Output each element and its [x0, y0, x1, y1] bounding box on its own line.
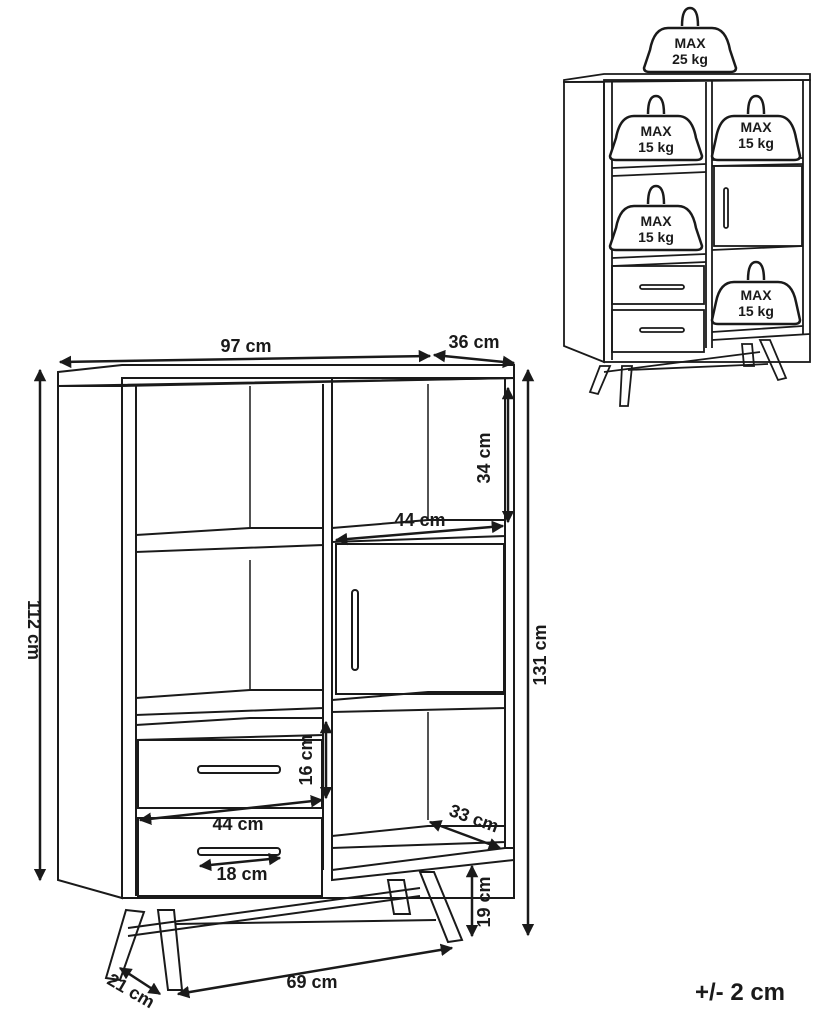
- inset-leg-back-left: [619, 365, 633, 407]
- cabinet-legs: [104, 871, 464, 991]
- inset-front: [603, 79, 811, 363]
- inset-door-handle: [723, 187, 729, 229]
- inset-leg-back-right: [741, 343, 755, 367]
- dim-depth-line: [432, 349, 516, 369]
- cabinet-base: [331, 847, 515, 882]
- dim-leg-depth-line: [118, 966, 162, 996]
- left-shelf-3: [135, 717, 324, 742]
- inset-drawer-bottom: [611, 309, 705, 353]
- dim-shelf-depth-line: [428, 820, 502, 850]
- label-drawer-width: 44 cm: [212, 814, 263, 834]
- inset-leg-front-right: [758, 339, 788, 382]
- weight-cell-right-bottom: MAX 15 kg: [710, 260, 802, 326]
- leg-front-right: [418, 871, 464, 944]
- weight-cell-left-top: MAX 15 kg: [608, 94, 704, 162]
- inset-left-side: [563, 81, 605, 364]
- weight-cell-2-max: MAX: [740, 119, 772, 135]
- weight-cell-2-kg: 15 kg: [738, 135, 774, 151]
- weight-cell-left-mid: MAX 15 kg: [608, 184, 704, 252]
- label-depth: 36 cm: [448, 332, 499, 352]
- dim-handle-width-line: [198, 852, 282, 872]
- leg-back-right: [386, 879, 412, 915]
- drawer-bottom-handle: [197, 847, 281, 856]
- leg-front-left: [104, 908, 146, 982]
- weight-cell-3-kg: 15 kg: [638, 229, 674, 245]
- label-height-total: 131 cm: [530, 624, 550, 685]
- tolerance-note: +/- 2 cm: [695, 979, 785, 1006]
- label-shelf-width: 44 cm: [394, 510, 445, 530]
- dim-drawer-width-line: [138, 795, 324, 825]
- weight-cell-1-kg: 15 kg: [638, 139, 674, 155]
- right-shelf-3: [331, 825, 506, 850]
- inset-door: [713, 165, 803, 247]
- dim-width-line: [58, 349, 432, 369]
- label-handle-width: 18 cm: [216, 864, 267, 884]
- inset-drawer-bottom-handle: [639, 327, 685, 333]
- weight-top-max: MAX: [674, 35, 706, 51]
- inset-leg-front-left: [588, 365, 612, 396]
- main-cabinet: [57, 364, 515, 900]
- weight-top-body: [642, 26, 738, 74]
- cabinet-front: [121, 377, 515, 899]
- weight-top: MAX 25 kg: [642, 6, 738, 74]
- drawer-top-handle: [197, 765, 281, 774]
- inset-drawer-top-handle: [639, 284, 685, 290]
- label-leg-span: 69 cm: [286, 972, 337, 992]
- weight-cell-4-max: MAX: [740, 287, 772, 303]
- weight-cell-4-kg: 15 kg: [738, 303, 774, 319]
- label-height-body: 112 cm: [24, 600, 44, 660]
- label-cubby-height: 34 cm: [474, 432, 494, 483]
- dimension-lines: [33, 349, 535, 999]
- weight-top-kg: 25 kg: [672, 51, 708, 67]
- dim-shelf-width-line: [334, 520, 505, 546]
- cabinet-left-side: [57, 385, 123, 900]
- dimension-labels: 97 cm 36 cm 112 cm 131 cm 34 cm 44 cm 16…: [24, 332, 550, 1012]
- label-drawer-height: 16 cm: [296, 734, 316, 785]
- left-shelf-2: [135, 689, 324, 717]
- inset-drawer-top: [611, 265, 705, 305]
- left-shelf-1: [135, 527, 324, 554]
- right-shelf-2: [331, 691, 506, 714]
- dim-leg-span-line: [176, 943, 454, 999]
- load-capacity-cabinet: [563, 73, 811, 407]
- weight-top-ring: [680, 6, 700, 27]
- cabinet-door: [335, 543, 505, 695]
- label-width: 97 cm: [220, 336, 271, 356]
- door-handle: [351, 589, 359, 671]
- label-leg-height: 19 cm: [474, 876, 494, 927]
- weight-cell-right-top: MAX 15 kg: [710, 94, 802, 162]
- weight-cell-1-max: MAX: [640, 123, 672, 139]
- weight-cell-3-max: MAX: [640, 213, 672, 229]
